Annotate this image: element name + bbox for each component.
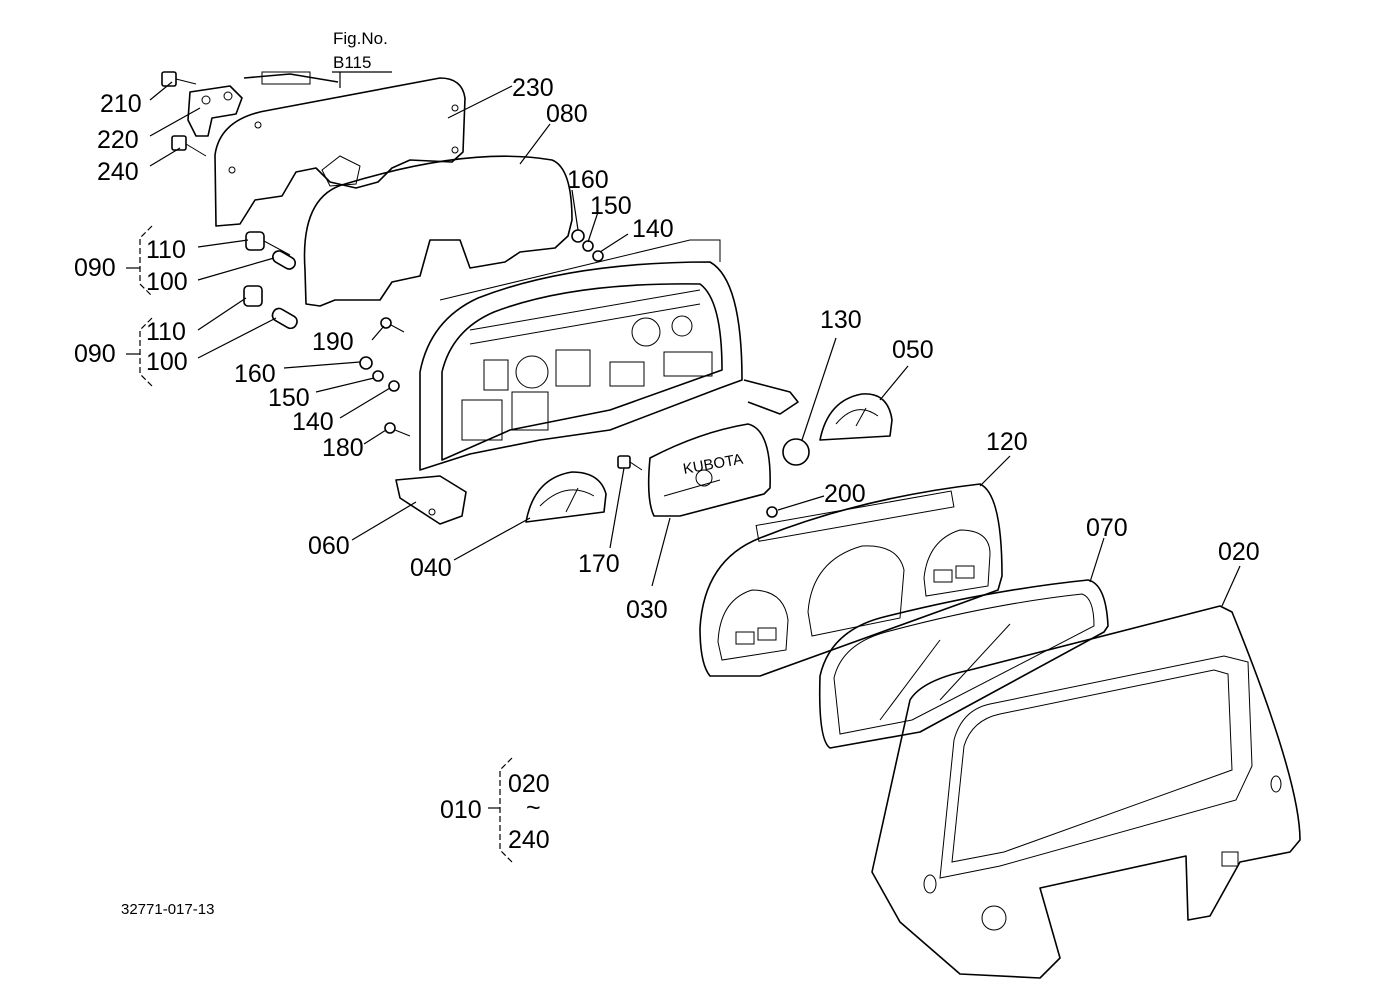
bulb-100a <box>272 250 296 270</box>
bracket-hole <box>428 508 436 516</box>
callout-200: 200 <box>824 480 866 508</box>
bulb-100b <box>271 307 298 330</box>
bulb-socket-110b <box>243 285 263 307</box>
figure-ref-label: Fig.No. <box>333 29 388 48</box>
callout-230: 230 <box>512 74 554 102</box>
housing-internals <box>461 289 713 441</box>
fuel-gauge-040 <box>525 471 607 523</box>
rear-cover-hole <box>254 121 262 129</box>
assembly-tilde: ~ <box>526 794 541 822</box>
callout-labels: 210 220 240 230 080 160 150 140 090 110 … <box>74 74 1260 624</box>
figure-ref-number: B115 <box>333 53 371 72</box>
group-bracket-090a <box>139 225 153 297</box>
washer-140b <box>388 380 400 392</box>
gauge-face-brand: KUBOTA <box>682 451 745 478</box>
rear-cover-connector <box>321 155 361 187</box>
washer-150b <box>372 370 384 382</box>
screw-200 <box>766 506 778 518</box>
callout-030: 030 <box>626 596 668 624</box>
callout-090-upper: 090 <box>74 254 116 282</box>
callout-140-lower: 140 <box>292 408 334 436</box>
assembly-to: 240 <box>508 826 550 854</box>
face-plate-120 <box>699 483 1003 677</box>
callout-160-upper: 160 <box>567 166 609 194</box>
lens-cap-130 <box>782 438 810 466</box>
callout-090-lower: 090 <box>74 340 116 368</box>
meter-housing-inner <box>441 283 723 461</box>
callout-160-lower: 160 <box>234 360 276 388</box>
group-bracket-010 <box>499 757 513 863</box>
callout-140-upper: 140 <box>632 215 674 243</box>
meter-housing <box>419 261 743 471</box>
temp-gauge-050 <box>819 393 893 441</box>
washer-150a <box>582 240 594 252</box>
wiring-harness-plug <box>243 73 339 83</box>
callout-210: 210 <box>100 90 142 118</box>
housing-top-rail <box>439 239 721 301</box>
callout-150-upper: 150 <box>590 192 632 220</box>
glass-lens-070 <box>818 579 1109 749</box>
screw-170 <box>617 455 643 471</box>
bolt-210 <box>161 71 197 87</box>
callout-120: 120 <box>986 428 1028 456</box>
callout-180: 180 <box>322 434 364 462</box>
callout-050: 050 <box>892 336 934 364</box>
nut-160b <box>359 356 373 370</box>
rear-cover-230 <box>214 77 466 227</box>
callout-130: 130 <box>820 306 862 334</box>
group-bracket-090b <box>139 317 153 387</box>
rear-cover-hole <box>228 166 236 174</box>
screw-180 <box>384 422 411 437</box>
callout-070: 070 <box>1086 514 1128 542</box>
washer-140a <box>592 250 604 262</box>
leader-lines <box>149 81 1241 607</box>
figure-reference: Fig.No. B115 <box>332 29 392 88</box>
callout-220: 220 <box>97 126 139 154</box>
callout-170: 170 <box>578 550 620 578</box>
tachometer-030: KUBOTA <box>647 423 771 517</box>
assembly-reference: 010 020 ~ 240 <box>440 770 550 854</box>
callout-110-upper: 110 <box>146 236 186 264</box>
rear-cover-hole <box>451 104 459 112</box>
mount-bracket-060 <box>395 475 467 525</box>
screw-190 <box>380 317 405 333</box>
drawing-number: 32771-017-13 <box>121 901 214 918</box>
rear-cover-hole <box>451 146 459 154</box>
mounting-bracket-220 <box>187 85 243 137</box>
callout-240: 240 <box>97 158 139 186</box>
wiring-plug-body <box>261 71 311 85</box>
callout-080: 080 <box>546 100 588 128</box>
bolt-240 <box>171 135 207 157</box>
nut-160a <box>571 229 585 243</box>
callout-040: 040 <box>410 554 452 582</box>
callout-100-upper: 100 <box>146 268 188 296</box>
assembly-from: 020 <box>508 770 550 798</box>
callout-110-lower: 110 <box>146 318 186 346</box>
callout-150-lower: 150 <box>268 384 310 412</box>
callout-190: 190 <box>312 328 354 356</box>
callout-020: 020 <box>1218 538 1260 566</box>
callout-060: 060 <box>308 532 350 560</box>
callout-100-lower: 100 <box>146 348 188 376</box>
circuit-board-080 <box>303 155 573 307</box>
outer-bezel-020 <box>871 605 1301 979</box>
assembly-code: 010 <box>440 796 482 824</box>
bulb-socket-110a <box>245 231 291 256</box>
housing-mount-tab-right <box>743 379 799 415</box>
